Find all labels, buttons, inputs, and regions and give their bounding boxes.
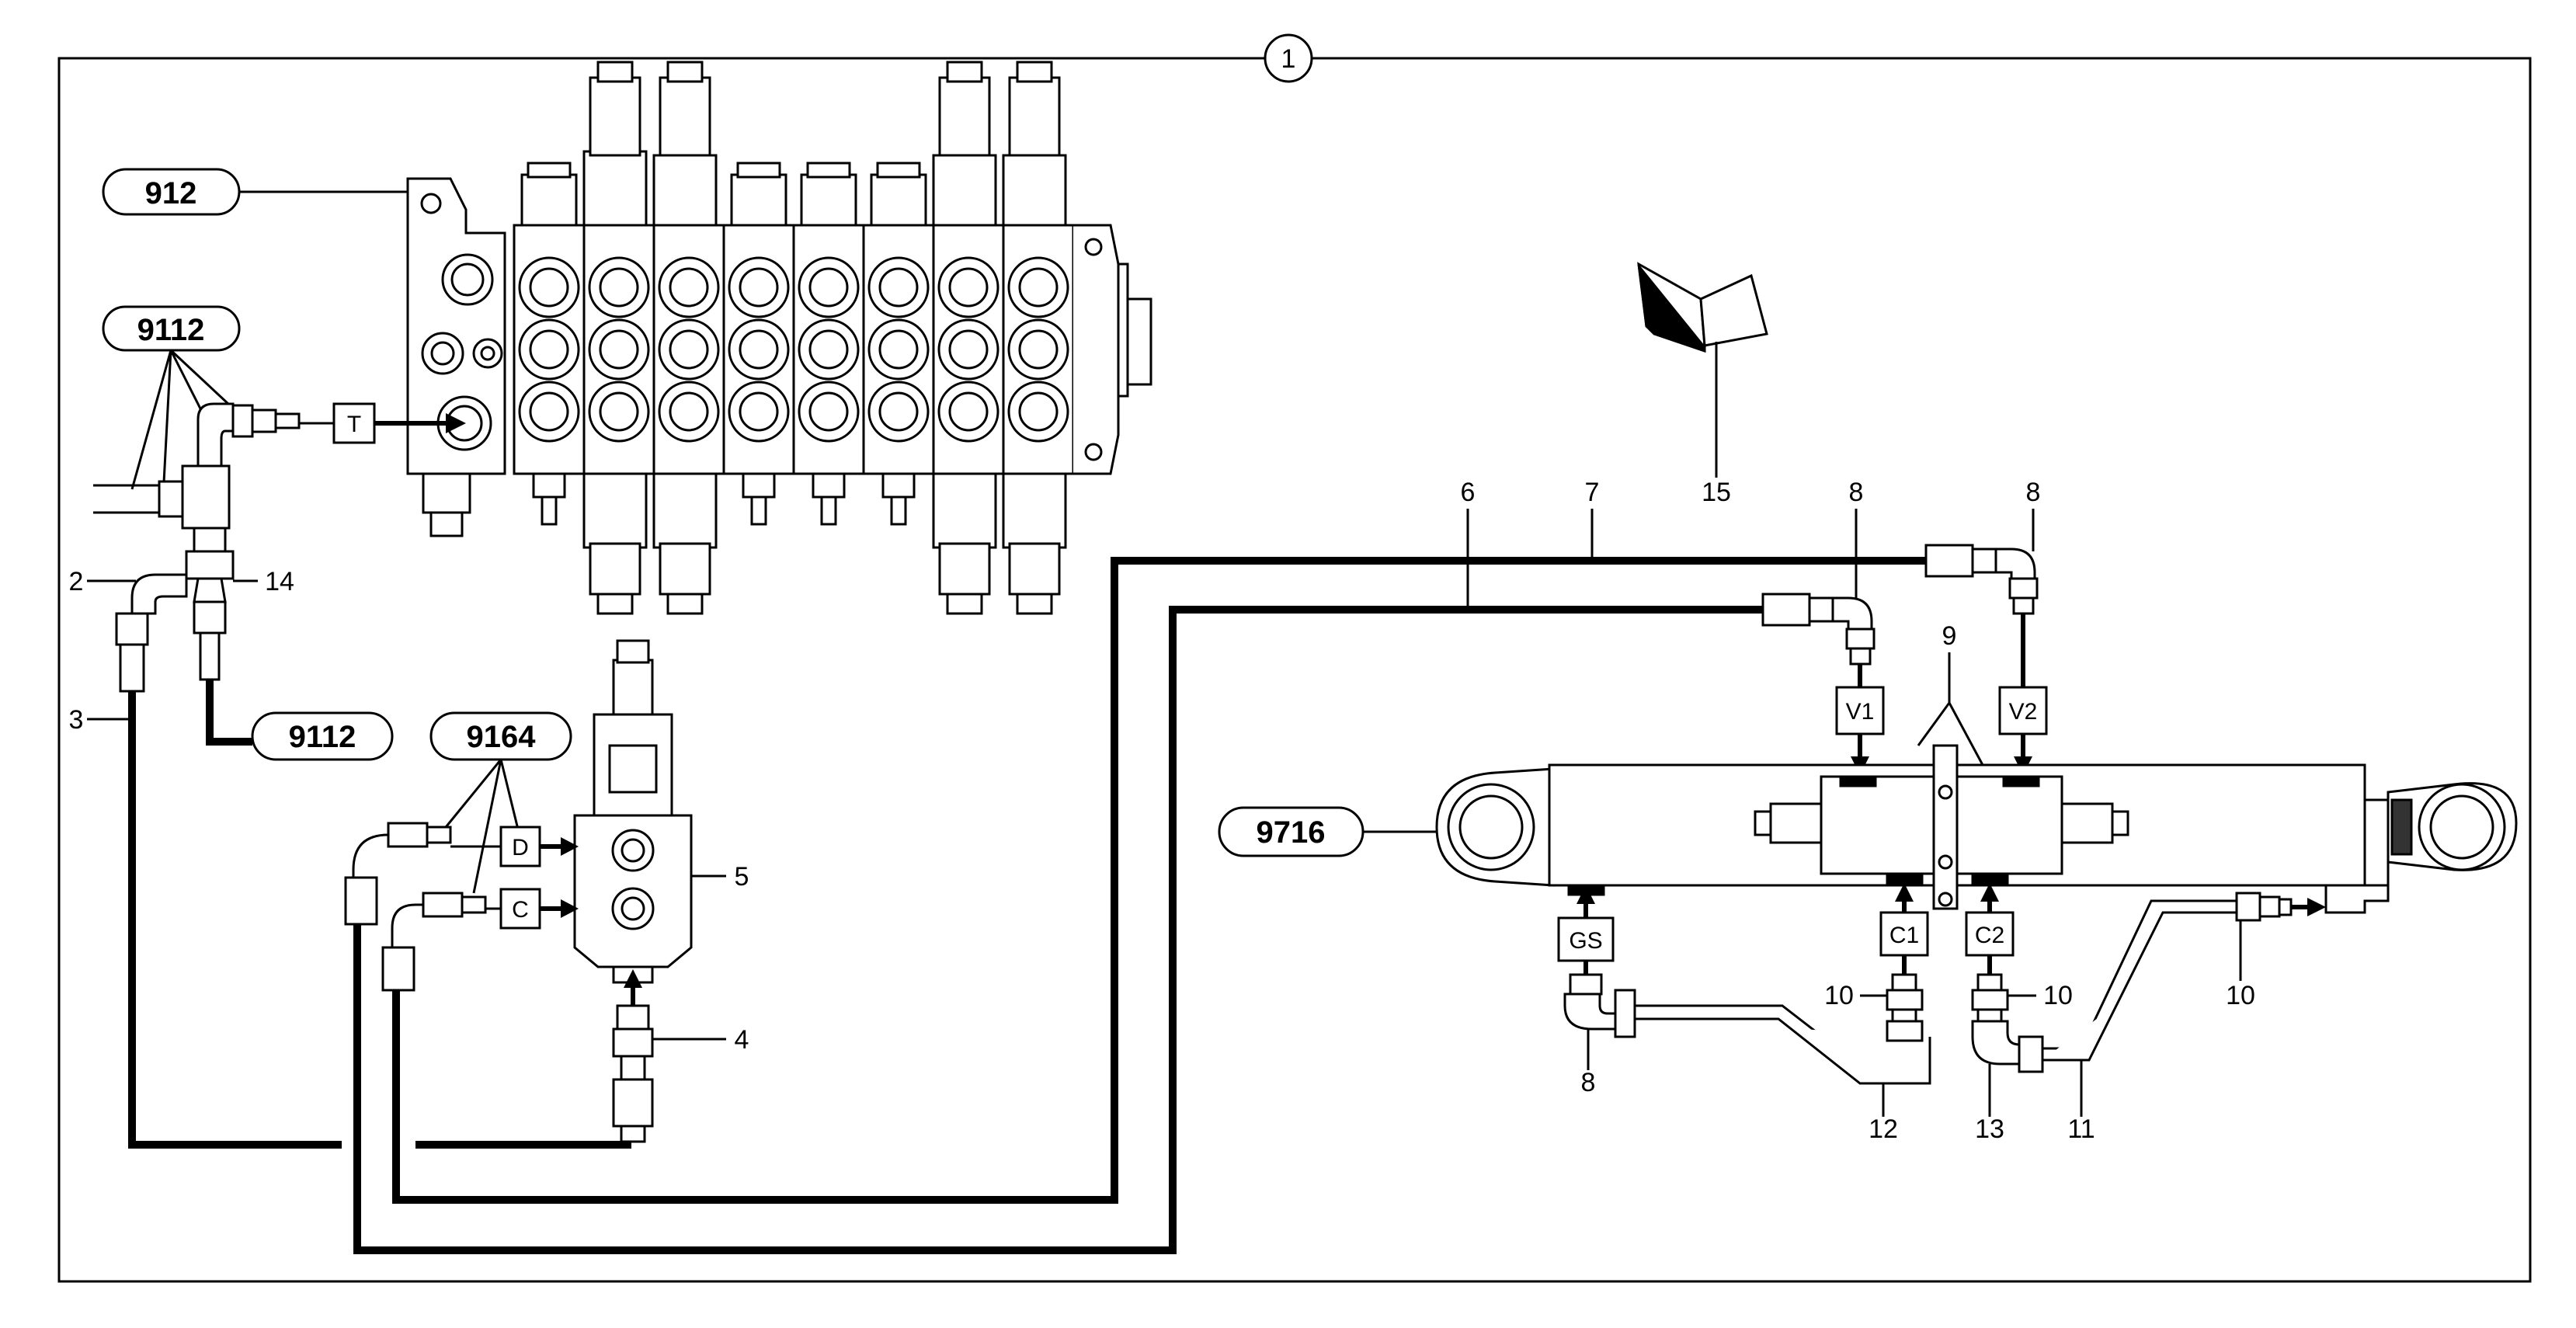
port-C1-label: C1 [1889,923,1919,948]
callout-9: 9 [1942,621,1957,651]
lower-fittings [1563,892,2293,1085]
selector-valve [573,639,693,984]
hose-lines [128,557,1926,1254]
port-V1-box [1835,686,1885,735]
callout-8-v2: 8 [2026,478,2041,507]
badge-9164-label: 9164 [467,720,537,754]
callout-7: 7 [1585,478,1600,507]
callout-12: 12 [1869,1114,1898,1144]
callout-10-c1: 10 [1824,981,1854,1010]
port-GS-label: GS [1569,928,1602,954]
callout-8-v1: 8 [1849,478,1864,507]
callout-14: 14 [265,567,294,596]
callout-8-gs: 8 [1581,1068,1596,1097]
callout-10-right: 10 [2226,981,2255,1010]
hose-fitting-V1 [1761,593,1876,666]
port-GS-box [1557,916,1615,962]
badge-9716-label: 9716 [1257,815,1326,850]
part-badge-9716: 9716 [1218,806,1437,857]
port-D-connection: D [344,822,579,926]
callout-11: 11 [2067,1114,2095,1144]
port-C2-box [1965,911,2015,957]
port-V2-label: V2 [2009,699,2038,725]
sheet-number: 1 [1281,44,1296,74]
sheet-number-circle [1264,33,1313,83]
callout-13: 13 [1975,1114,2004,1144]
part-badge-9164: 9164 [429,711,572,894]
port-C-label: C [512,897,529,923]
callout-10-c2: 10 [2043,981,2073,1010]
fitting-4 [612,1004,654,1143]
port-V1-label: V1 [1846,699,1875,725]
hose-fitting-V2 [1924,544,2039,615]
part-badge-9112-top: 9112 [102,305,242,498]
port-T-connection: T [299,402,466,444]
book-icon [1637,262,1768,353]
valve-sections [518,61,1069,615]
part-badge-912: 912 [102,168,408,216]
callout-3: 3 [69,705,84,735]
badge-912-label: 912 [145,176,197,210]
port-C2-label: C2 [1975,923,2004,948]
callout-5: 5 [735,862,749,892]
port-T-label: T [347,412,361,437]
port-C1-box [1879,911,1929,957]
callout-4: 4 [735,1025,749,1055]
callout-6: 6 [1461,478,1476,507]
port-C-connection: C [381,888,579,992]
part-badge-9112-bottom: 9112 [206,680,394,761]
badge-9112-bottom-label: 9112 [289,720,356,754]
hydraulic-cylinder [1435,744,2518,914]
callout-2: 2 [69,567,84,596]
tee-fitting-assembly [93,402,301,693]
port-D-label: D [512,835,529,860]
badge-9112-top-label: 9112 [137,313,205,347]
port-V2-box [1998,686,2048,735]
callout-15: 15 [1702,478,1731,507]
